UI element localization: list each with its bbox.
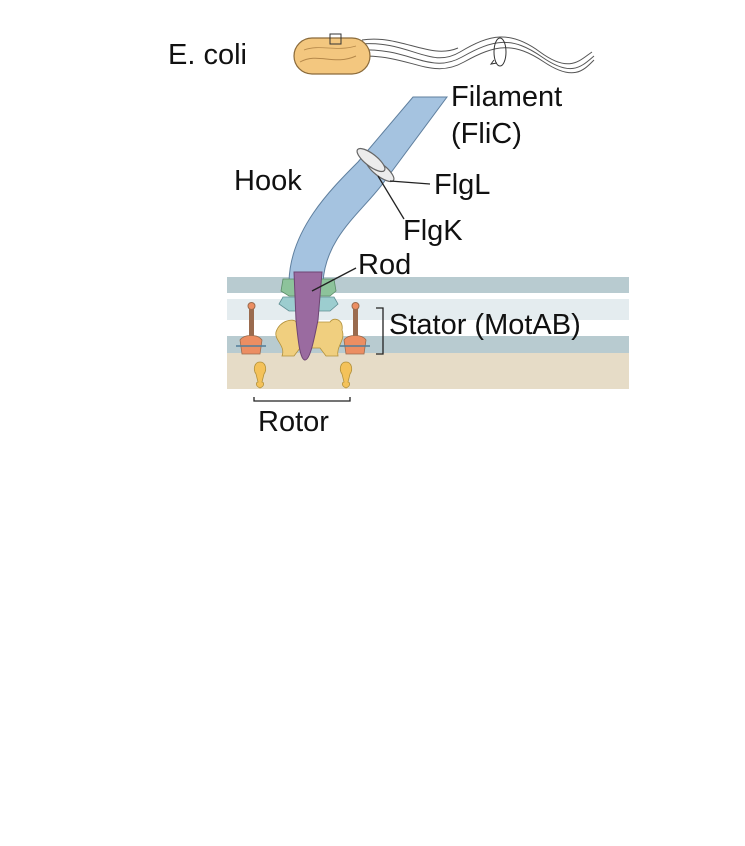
rotation-arrow-icon (493, 37, 507, 67)
rotor-bracket (253, 397, 351, 402)
cell-body (293, 37, 371, 75)
leader-lines (253, 175, 431, 402)
flgl-label: FlgL (434, 169, 490, 201)
flgl-leader (389, 180, 431, 185)
rod-leader (311, 267, 357, 292)
rod-label: Rod (358, 249, 411, 281)
ecoli-label: E. coli (168, 39, 247, 71)
filament-protein-label: (FliC) (451, 118, 522, 150)
cell-envelope (227, 277, 629, 389)
stator-bracket (376, 307, 384, 355)
ecoli-cell-illustration (293, 33, 595, 75)
stator-right (339, 302, 370, 389)
basal-body (275, 271, 344, 361)
flagella-strands (359, 36, 593, 65)
hook-label: Hook (234, 165, 302, 197)
flgk-label: FlgK (403, 215, 463, 247)
cytoplasm (227, 353, 629, 389)
flgk-leader (377, 175, 405, 220)
rod (293, 271, 323, 361)
flgk-ring (356, 147, 386, 173)
stator-left (236, 302, 267, 389)
filament-label: Filament (451, 81, 562, 113)
stator-label: Stator (MotAB) (389, 309, 581, 341)
zoom-box (329, 33, 342, 45)
hook-junction-rings (356, 147, 395, 183)
rotor-label: Rotor (258, 406, 329, 438)
